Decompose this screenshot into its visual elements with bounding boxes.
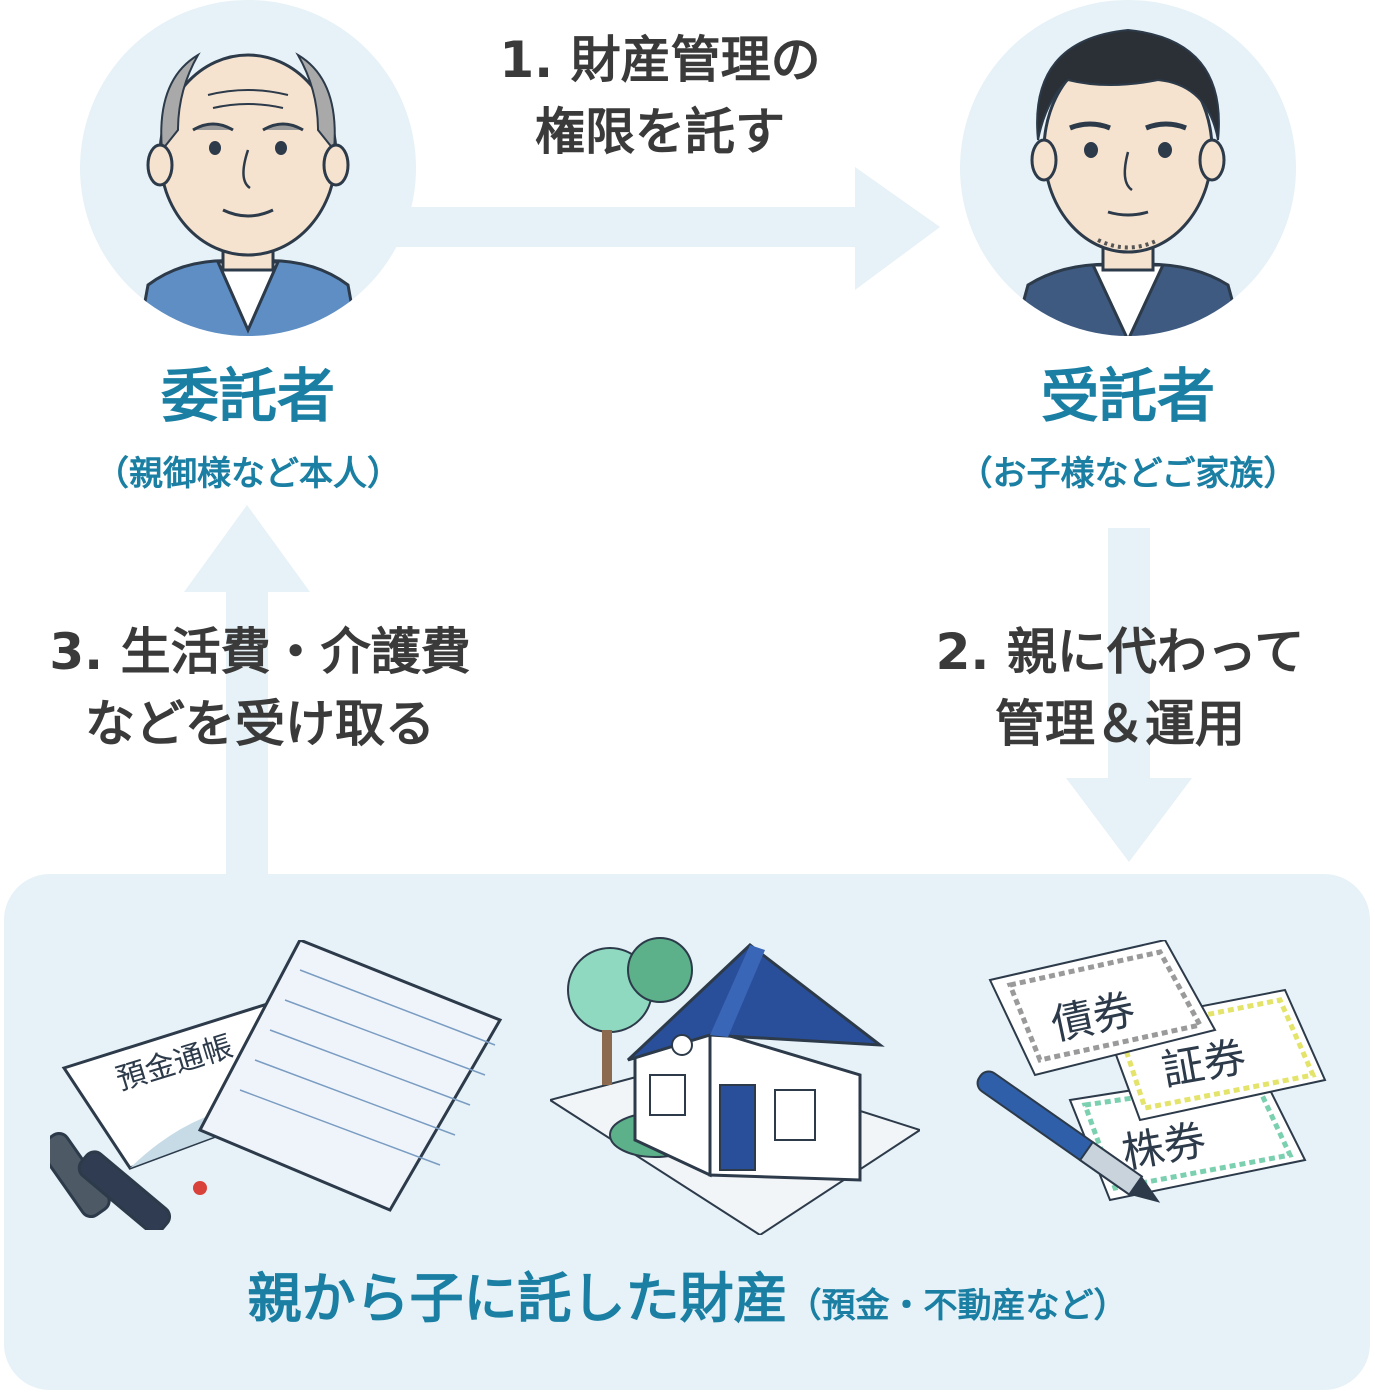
trustee-subtitle: （お子様などご家族）: [958, 454, 1298, 494]
asset-caption-main: 親から子に託した財産: [247, 1267, 788, 1330]
step3-line1: 3. 生活費・介護費: [49, 623, 471, 681]
middle-aged-man-icon: [960, 0, 1296, 336]
step2-line2: 管理＆運用: [995, 695, 1245, 753]
certificates-icon: 株券 証券 債券: [976, 940, 1327, 1203]
house-icon: [550, 937, 920, 1235]
arrow-down: [1066, 528, 1192, 862]
step1-line2: 権限を託す: [535, 103, 785, 161]
truster-subtitle: （親御様など本人）: [95, 454, 401, 494]
truster-title: 委託者: [160, 362, 335, 430]
step2-label: 2. 親に代わって 管理＆運用: [880, 616, 1360, 760]
passbook-icon: 預金通帳: [50, 940, 503, 1230]
arrow-up: [184, 505, 310, 880]
asset-caption-note: （預金・不動産など）: [787, 1286, 1128, 1326]
elderly-man-icon: [80, 0, 416, 336]
arrow-right: [360, 167, 940, 290]
step2-line1: 2. 親に代わって: [935, 623, 1305, 681]
step1-line1: 1. 財産管理の: [499, 31, 821, 89]
step1-label: 1. 財産管理の 権限を託す: [420, 24, 900, 168]
asset-caption: 親から子に託した財産（預金・不動産など）: [0, 1254, 1375, 1333]
pen-icon: [976, 1070, 1161, 1203]
step3-label: 3. 生活費・介護費 などを受け取る: [0, 616, 520, 760]
step3-line2: などを受け取る: [85, 695, 435, 753]
trustee-title: 受託者: [1040, 362, 1215, 430]
